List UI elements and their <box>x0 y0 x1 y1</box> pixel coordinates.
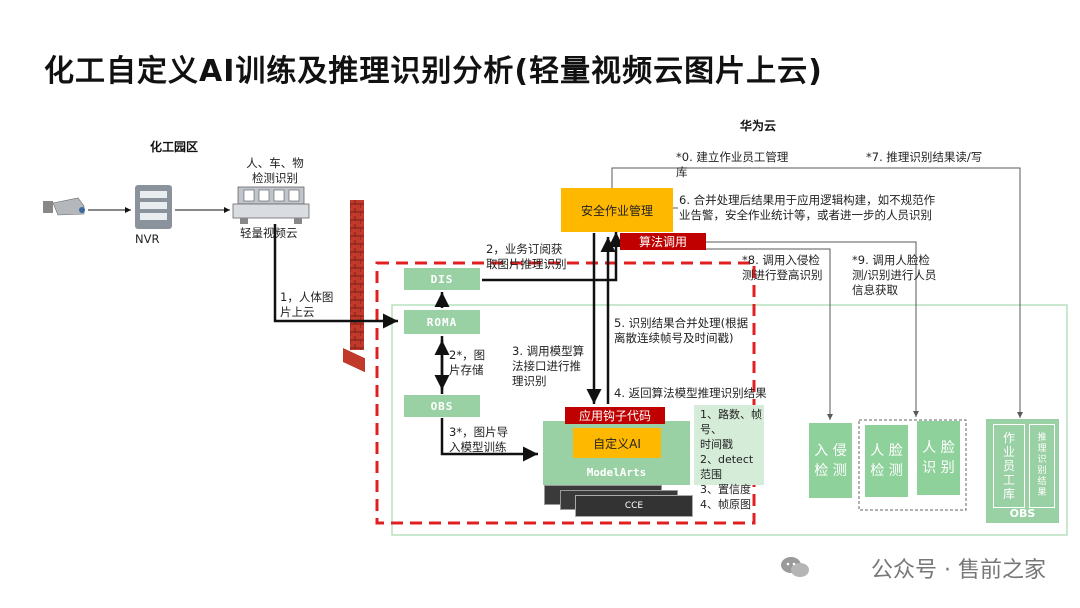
edge-detection-caption: 人、车、物 检测识别 <box>246 156 304 185</box>
watermark-text: 公众号 · 售前之家 <box>871 558 1046 583</box>
page-title: 化工自定义AI训练及推理识别分析(轻量视频云图片上云) <box>44 54 823 89</box>
cloud-zone-label: 华为云 <box>740 119 777 133</box>
safety-management-box: 安全作业管理 <box>561 188 673 232</box>
step-2-label: 2，业务订阅获 取图片推理识别 <box>486 242 567 271</box>
face-recognition-box: 人 脸 识 别 <box>917 421 960 495</box>
custom-ai-box: 自定义AI <box>573 428 661 458</box>
step-2s-label: 2*，图 片存储 <box>449 348 486 377</box>
step-1-label: 1，人体图 片上云 <box>280 290 334 319</box>
edge-device-label: 轻量视频云 <box>240 226 298 240</box>
face-detection-box: 人 脸 检 测 <box>865 425 908 497</box>
roma-box: ROMA <box>404 310 480 334</box>
step-9-label: *9. 调用人脸检 测/识别进行人员 信息获取 <box>852 253 937 297</box>
step-3s-label: 3*，图片导 入模型训练 <box>449 425 509 454</box>
step-8-label: *8. 调用入侵检 测进行登高识别 <box>742 253 823 282</box>
cce-box: CCE <box>575 495 693 517</box>
obs-storage-group <box>986 419 1059 523</box>
step-5-label: 5. 识别结果合并处理(根据 离散连续帧号及时间戳) <box>614 316 749 345</box>
modelarts-label: ModelArts <box>586 466 647 479</box>
step-7-label: *7. 推理识别结果读/写 <box>866 150 983 164</box>
step-6-label: 6. 合并处理后结果用于应用逻辑构建，如不规范作 业告警，安全作业统计等，或者进… <box>679 193 936 222</box>
step-0-label: *0. 建立作业员工管理 库 <box>676 150 789 179</box>
wechat-icon <box>780 555 810 579</box>
inference-result-details: 1、路数、帧号、 时间戳 2、detect范围 3、置信度 4、帧原图 <box>694 405 764 511</box>
intrusion-detection-box: 入 侵 检 测 <box>809 423 852 498</box>
staff-database-box: 作 业 员 工 库 <box>993 424 1025 508</box>
camera-icon <box>43 197 85 216</box>
nvr-label: NVR <box>135 232 160 246</box>
dis-box: DIS <box>404 268 480 290</box>
step-4-label: 4. 返回算法模型推理识别结果 <box>614 386 767 400</box>
inference-results-box: 推 理 识 别 结 果 <box>1029 424 1055 508</box>
firewall-icon <box>343 200 365 373</box>
algorithm-call-label: 算法调用 <box>620 233 706 250</box>
obs-box: OBS <box>404 395 480 417</box>
obs-right-label: OBS <box>1009 507 1036 520</box>
custom-ai-region <box>375 261 756 525</box>
nvr-icon <box>135 185 172 229</box>
edge-device-icon <box>232 186 310 224</box>
app-hook-code-label: 应用钩子代码 <box>565 407 665 424</box>
face-module-group <box>858 419 967 511</box>
cloud-region <box>391 304 1068 536</box>
park-zone-label: 化工园区 <box>150 140 199 154</box>
step-3-label: 3. 调用模型算 法接口进行推 理识别 <box>512 344 585 388</box>
